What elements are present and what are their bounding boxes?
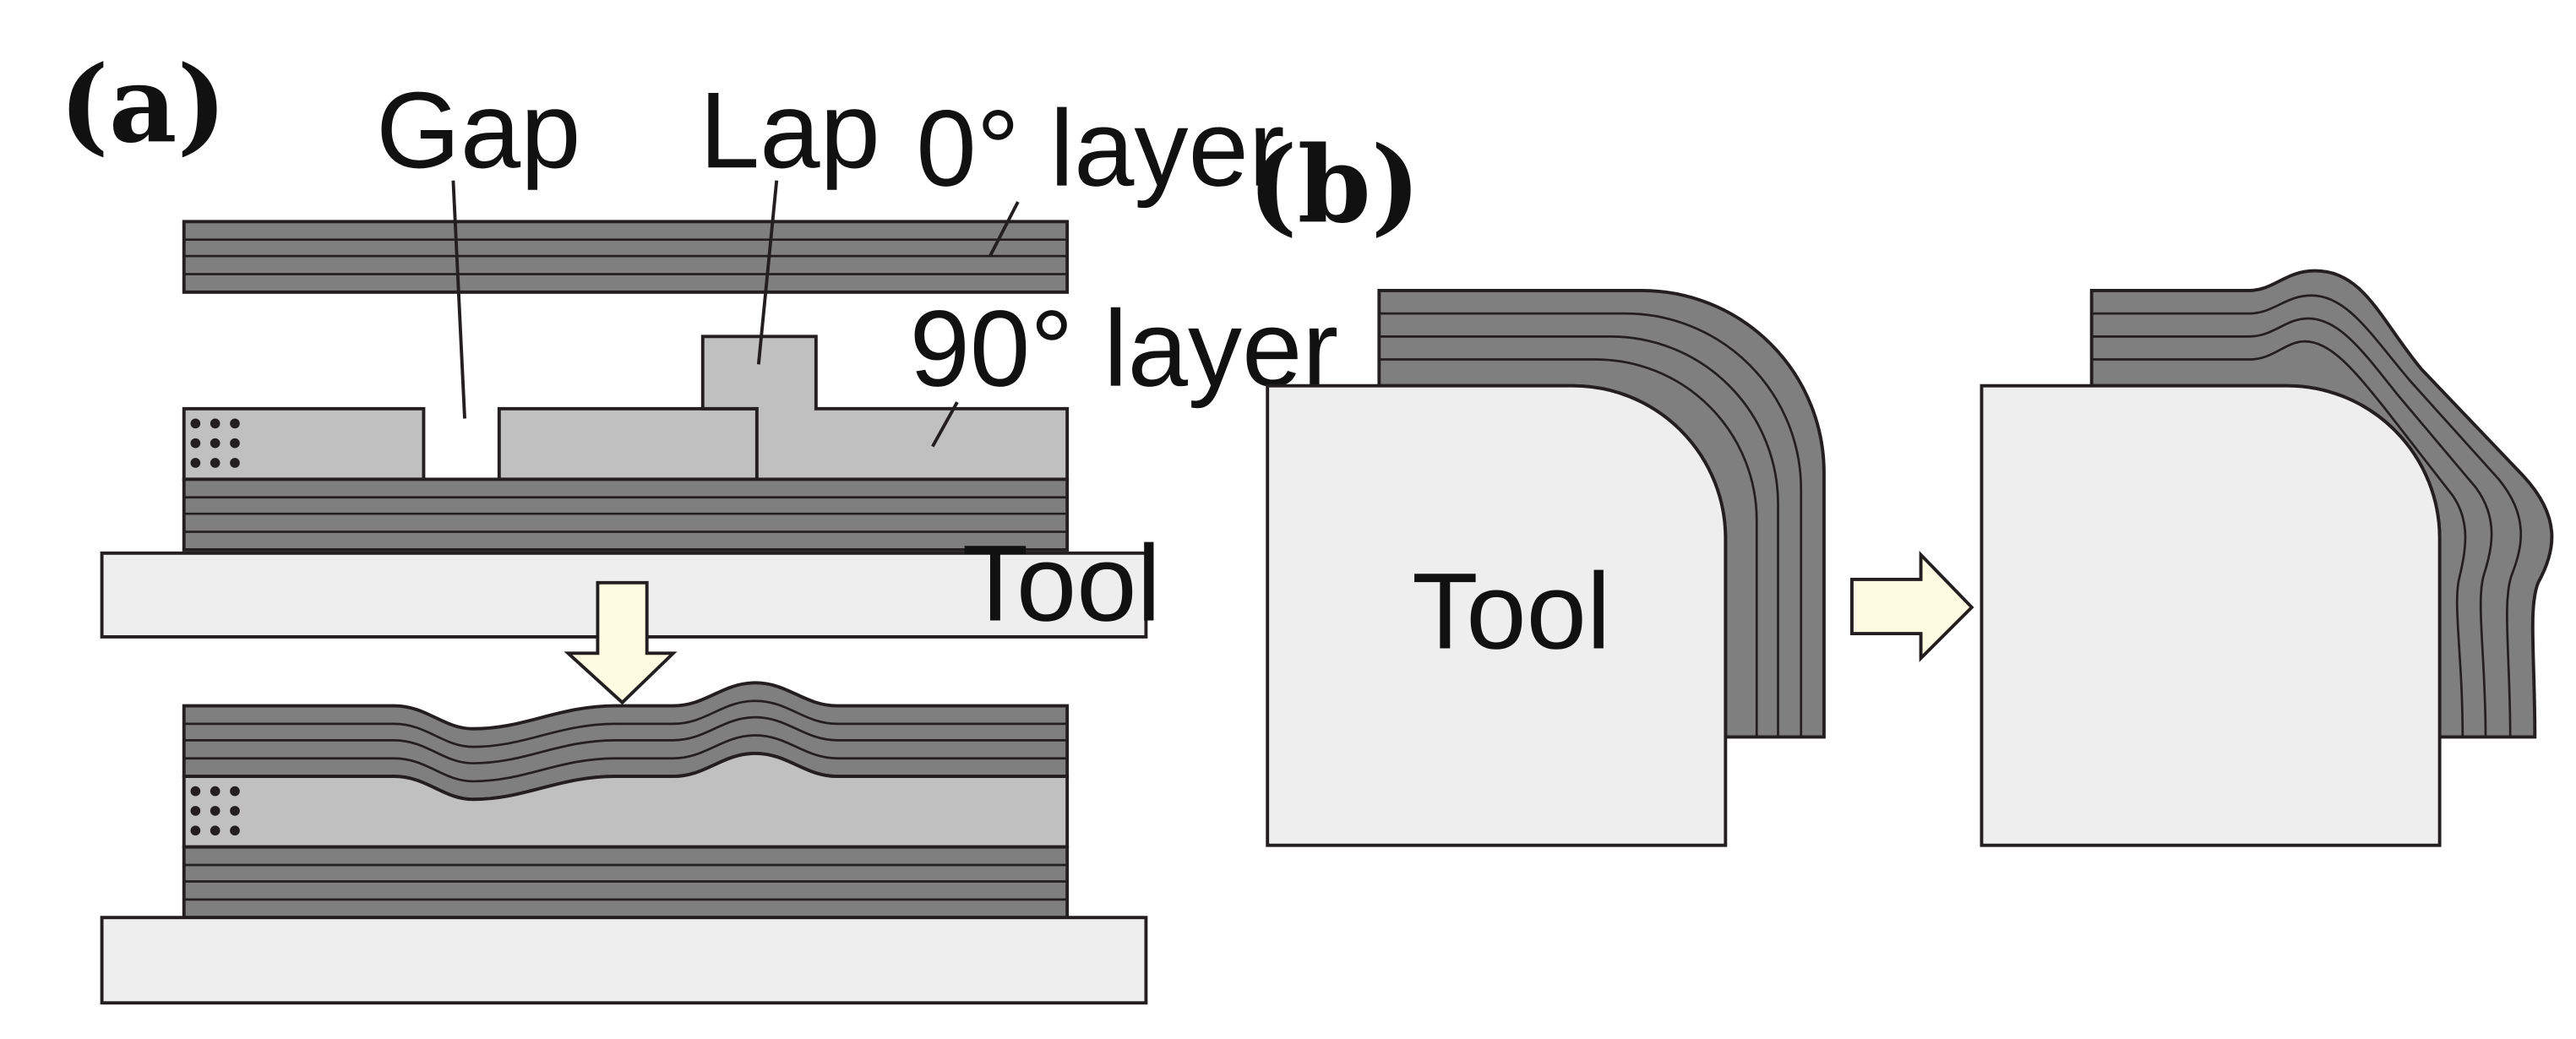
tool-block-before — [1266, 384, 1728, 847]
ninety-degree-layer — [182, 335, 1070, 481]
tool-label-a: Tool — [962, 524, 1161, 645]
panel-a-label: (a) — [59, 43, 226, 166]
lap-leader-line — [756, 180, 779, 365]
tool-label-b: Tool — [1412, 552, 1610, 672]
zero-degree-layer — [182, 220, 1070, 294]
ninety-layer-leader-line — [931, 401, 959, 448]
lap-callout-label: Lap — [700, 70, 880, 191]
panel-b-label: (b) — [1248, 123, 1421, 247]
bottom-zero-layer-before — [182, 477, 1070, 552]
gap-callout-label: Gap — [376, 70, 580, 191]
process-arrow-right — [1850, 550, 1974, 662]
laminate-after-consolidation — [182, 681, 1070, 920]
tool-plate-after — [100, 916, 1148, 1005]
tool-block-after — [1980, 384, 2442, 847]
gap-leader-line — [451, 180, 466, 419]
process-arrow-down — [564, 580, 678, 705]
zero-layer-callout-label: 0° layer — [916, 89, 1284, 209]
laminate-on-corner-before — [1377, 288, 1826, 739]
fiber-end-dots — [190, 418, 240, 468]
zero-layer-leader-line — [988, 201, 1020, 258]
